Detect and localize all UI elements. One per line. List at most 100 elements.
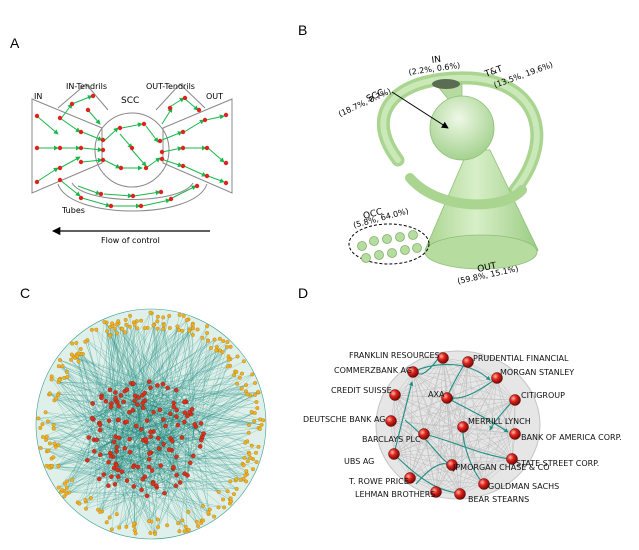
- network-edge: [116, 464, 157, 486]
- scc-core: [94, 112, 170, 188]
- network-edge: [162, 383, 257, 403]
- network-edge: [126, 324, 177, 486]
- panel-c: C: [20, 285, 267, 540]
- peripheral-node: [55, 393, 60, 398]
- scc-pointer: [391, 91, 449, 129]
- network-edge: [149, 466, 219, 493]
- network-edge: [66, 392, 116, 482]
- peripheral-node: [109, 527, 114, 532]
- peripheral-node: [58, 358, 62, 362]
- gray-link: [435, 433, 516, 493]
- core-node: [101, 472, 106, 477]
- peripheral-node: [132, 521, 137, 526]
- network-edge: [137, 359, 229, 405]
- gray-link: [467, 361, 516, 435]
- peripheral-node: [57, 377, 62, 382]
- network-edge: [172, 427, 259, 442]
- network-edge: [108, 350, 221, 463]
- network-edge: [200, 446, 219, 492]
- core-node: [113, 395, 118, 401]
- peripheral-node: [127, 324, 132, 329]
- peripheral-node: [261, 418, 266, 423]
- network-edge: [111, 350, 221, 404]
- network-edge: [163, 325, 203, 437]
- peripheral-node: [50, 463, 54, 468]
- core-node: [106, 459, 111, 465]
- network-edge: [87, 460, 186, 528]
- core-node: [116, 417, 121, 423]
- b-occ-name: OCC: [362, 207, 384, 222]
- in-funnel-top: [432, 79, 460, 89]
- core-node: [131, 484, 137, 489]
- gray-link: [459, 433, 516, 495]
- peripheral-node: [242, 455, 247, 460]
- gray-link: [393, 361, 469, 455]
- core-node: [151, 410, 156, 415]
- gray-link: [423, 426, 464, 435]
- peripheral-node: [224, 344, 229, 349]
- peripheral-node: [153, 531, 158, 536]
- peripheral-node: [183, 524, 188, 529]
- core-node: [155, 383, 160, 388]
- gray-link: [412, 371, 453, 466]
- bank-label-bear-stearns: BEAR STEARNS: [468, 495, 529, 504]
- peripheral-node: [148, 310, 153, 315]
- network-edge: [48, 450, 134, 487]
- network-edge: [46, 436, 119, 477]
- network-edge: [85, 341, 190, 413]
- peripheral-node: [190, 323, 195, 328]
- peripheral-node: [232, 492, 236, 497]
- bank-label-merrill: MERRILL LYNCH: [468, 417, 531, 426]
- network-edge: [115, 398, 198, 522]
- core-node: [130, 407, 136, 413]
- network-edge: [87, 419, 94, 461]
- peripheral-node: [243, 440, 248, 445]
- peripheral-node: [216, 489, 221, 494]
- peripheral-node: [147, 519, 151, 524]
- core-node: [156, 446, 162, 451]
- peripheral-node: [251, 467, 255, 472]
- peripheral-node: [65, 479, 70, 484]
- network-edge: [117, 328, 194, 421]
- core-node: [187, 409, 192, 415]
- peripheral-node: [56, 364, 61, 369]
- peripheral-node: [248, 455, 253, 460]
- peripheral-node: [60, 364, 65, 369]
- peripheral-node: [220, 350, 225, 355]
- core-node: [149, 468, 155, 473]
- gray-link: [390, 420, 464, 428]
- peripheral-node: [239, 386, 244, 391]
- network-edge: [57, 395, 118, 471]
- network-edge: [110, 406, 152, 453]
- network-edge: [58, 445, 109, 463]
- core-node: [174, 407, 179, 413]
- peripheral-node: [207, 507, 212, 512]
- peripheral-node: [225, 489, 230, 494]
- peripheral-node: [226, 354, 231, 359]
- gray-link: [409, 464, 453, 479]
- network-edge: [51, 376, 118, 403]
- peripheral-node: [214, 348, 219, 353]
- gray-link: [394, 394, 411, 479]
- gray-link: [390, 420, 513, 460]
- core-node: [124, 387, 130, 392]
- network-edge: [126, 493, 165, 527]
- gray-link: [393, 453, 461, 495]
- network-edge: [146, 479, 237, 497]
- core-node: [160, 381, 166, 387]
- core-node: [121, 399, 126, 405]
- network-edge: [157, 321, 202, 440]
- gray-link: [435, 483, 485, 493]
- peripheral-node: [232, 373, 237, 378]
- peripheral-node: [56, 485, 61, 490]
- gray-link: [462, 426, 513, 460]
- peripheral-node: [235, 354, 240, 359]
- core-node: [97, 427, 103, 433]
- core-node: [94, 437, 99, 443]
- peripheral-node: [47, 465, 52, 470]
- bank-node: [509, 394, 521, 406]
- peripheral-node: [98, 509, 103, 514]
- core-node: [111, 439, 117, 445]
- core-node: [140, 476, 146, 482]
- gray-link: [409, 433, 516, 479]
